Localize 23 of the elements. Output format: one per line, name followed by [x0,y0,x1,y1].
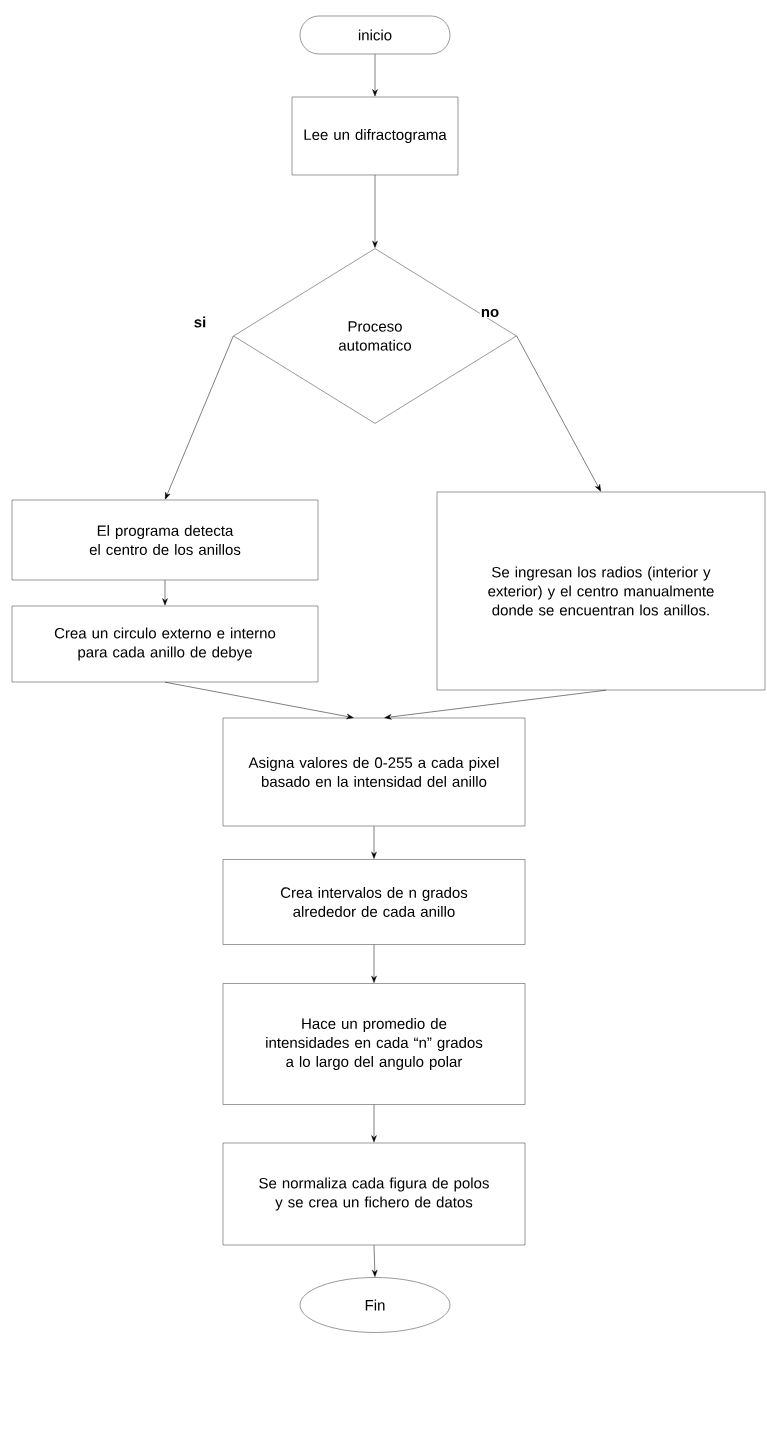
process-box: Se normaliza cada figura de polos y se crea un fichero de datos [222,1142,526,1246]
process-box: Crea un circulo externo e interno para cada anillo de debye [11,605,319,683]
arrow [371,1104,377,1143]
arrow [372,174,378,248]
end-terminal: Fin [299,1277,451,1333]
process-box: Lee un difractograma [291,96,459,176]
process-box: Crea intervalos de n grados alrededor de cada anillo [222,859,526,945]
process-box: Se ingresan los radios (interior y exterior) y el centro manualmente donde se encuentran los anillos. [436,491,766,691]
process-box: Hace un promedio de intensidades en cada “n” grados a lo largo del angulo polar [222,983,526,1105]
arrow [162,579,168,606]
arrow [372,53,378,97]
arrow [516,335,601,492]
arrow [165,335,234,500]
start-terminal: inicio [299,15,451,55]
arrow [164,681,354,720]
arrow [384,689,607,720]
edge-label: no [481,308,499,318]
process-box: Asigna valores de 0-255 a cada pixel basado en la intensidad del anillo [222,717,526,827]
process-box: El programa detecta el centro de los anillos [11,499,319,581]
arrow [372,1244,378,1277]
edge-label: si [194,316,206,328]
arrow [371,944,377,983]
arrow [371,825,377,859]
